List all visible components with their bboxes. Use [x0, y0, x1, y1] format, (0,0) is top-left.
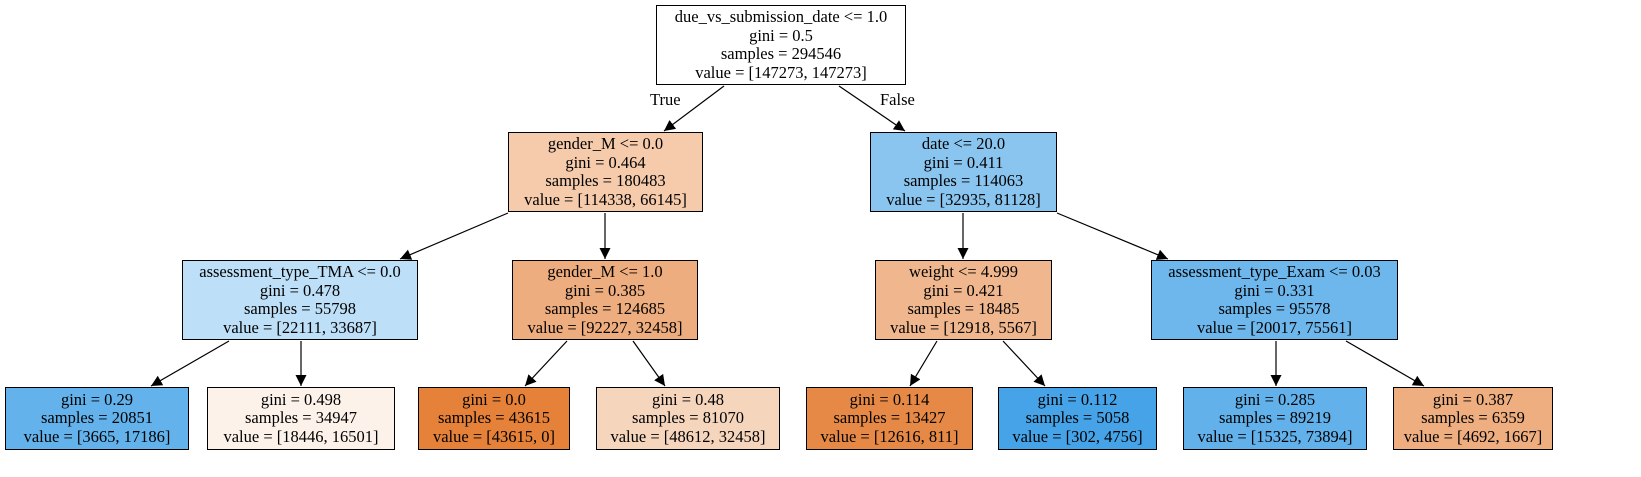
tree-edge-n4-n9	[524, 340, 568, 387]
node-text-line: gini = 0.387	[1432, 389, 1514, 409]
node-text-line: gini = 0.498	[260, 389, 342, 409]
node-text-line: gini = 0.0	[462, 389, 526, 409]
node-text-line: gini = 0.5	[749, 25, 813, 45]
node-text-line: samples = 81070	[632, 408, 744, 428]
node-text-line: gini = 0.421	[923, 280, 1004, 300]
node-text-line: date <= 20.0	[921, 134, 1006, 153]
node-text-line: samples = 95578	[1218, 299, 1331, 318]
node-text-line: value = [18446, 16501]	[223, 426, 379, 446]
node-text-line: value = [114338, 66145]	[524, 189, 687, 209]
tree-edge-n0-n2	[838, 85, 906, 132]
node-text-line: gini = 0.478	[259, 280, 341, 300]
node-text-line: samples = 294546	[720, 44, 842, 63]
node-text-line: samples = 114063	[903, 171, 1024, 190]
edge-label-false: False	[880, 90, 915, 109]
node-text-line: value = [43615, 0]	[432, 426, 556, 446]
tree-edge-n0-n1	[663, 85, 725, 132]
node-text-line: samples = 180483	[545, 171, 666, 190]
node-text-line: samples = 20851	[41, 408, 153, 428]
node-text-line: value = [32935, 81128]	[886, 189, 1041, 209]
node-text-line: samples = 18485	[907, 299, 1020, 318]
node-text-line: gini = 0.385	[564, 280, 646, 300]
node-text-line: gender_M <= 1.0	[547, 262, 663, 281]
edge-label-true: True	[650, 90, 681, 109]
node-text-line: assessment_type_TMA <= 0.0	[199, 262, 401, 281]
node-text-line: gini = 0.464	[565, 152, 646, 172]
node-text-line: value = [4692, 1667]	[1403, 426, 1543, 446]
node-text-line: value = [22111, 33687]	[223, 317, 377, 337]
node-text-line: value = [48612, 32458]	[610, 426, 766, 446]
node-text-line: gini = 0.114	[849, 389, 930, 409]
node-text-line: samples = 55798	[244, 299, 356, 318]
node-text-line: gini = 0.411	[923, 152, 1004, 172]
node-text-line: due_vs_submission_date <= 1.0	[674, 7, 888, 26]
tree-edge-n5-n11	[909, 340, 938, 387]
node-text-line: value = [20017, 75561]	[1196, 317, 1353, 337]
node-text-line: value = [12918, 5567]	[890, 317, 1037, 337]
node-text-line: gini = 0.331	[1234, 280, 1315, 300]
node-text-line: value = [147273, 147273]	[695, 62, 867, 82]
node-text-line: samples = 43615	[438, 408, 550, 428]
tree-edge-n5-n12	[1002, 340, 1046, 387]
node-text-line: samples = 6359	[1421, 408, 1525, 428]
tree-edge-n4-n10	[632, 340, 666, 387]
node-text-line: value = [92227, 32458]	[527, 317, 683, 337]
tree-edge-n6-n14	[1345, 340, 1425, 387]
node-text-line: gini = 0.48	[651, 389, 725, 409]
node-text-line: weight <= 4.999	[909, 262, 1018, 281]
node-text-line: assessment_type_Exam <= 0.03	[1168, 262, 1381, 281]
node-text-line: value = [15325, 73894]	[1197, 426, 1353, 446]
node-text-line: samples = 13427	[833, 408, 946, 428]
node-text-line: samples = 89219	[1219, 408, 1331, 428]
tree-edge-n1-n3	[399, 212, 509, 260]
tree-edge-n3-n7	[150, 340, 230, 387]
node-text-line: gini = 0.285	[1234, 389, 1316, 409]
node-text-line: gini = 0.112	[1037, 389, 1118, 409]
node-text-line: samples = 5058	[1025, 408, 1130, 428]
node-text-line: gini = 0.29	[60, 389, 134, 409]
tree-edge-n2-n6	[1056, 212, 1169, 260]
node-text-line: value = [12616, 811]	[820, 426, 959, 446]
node-text-line: samples = 34947	[245, 408, 357, 428]
node-text-line: value = [3665, 17186]	[23, 426, 171, 446]
node-text-line: gender_M <= 0.0	[547, 134, 664, 153]
node-text-line: samples = 124685	[544, 299, 666, 318]
node-text-line: value = [302, 4756]	[1012, 426, 1143, 446]
